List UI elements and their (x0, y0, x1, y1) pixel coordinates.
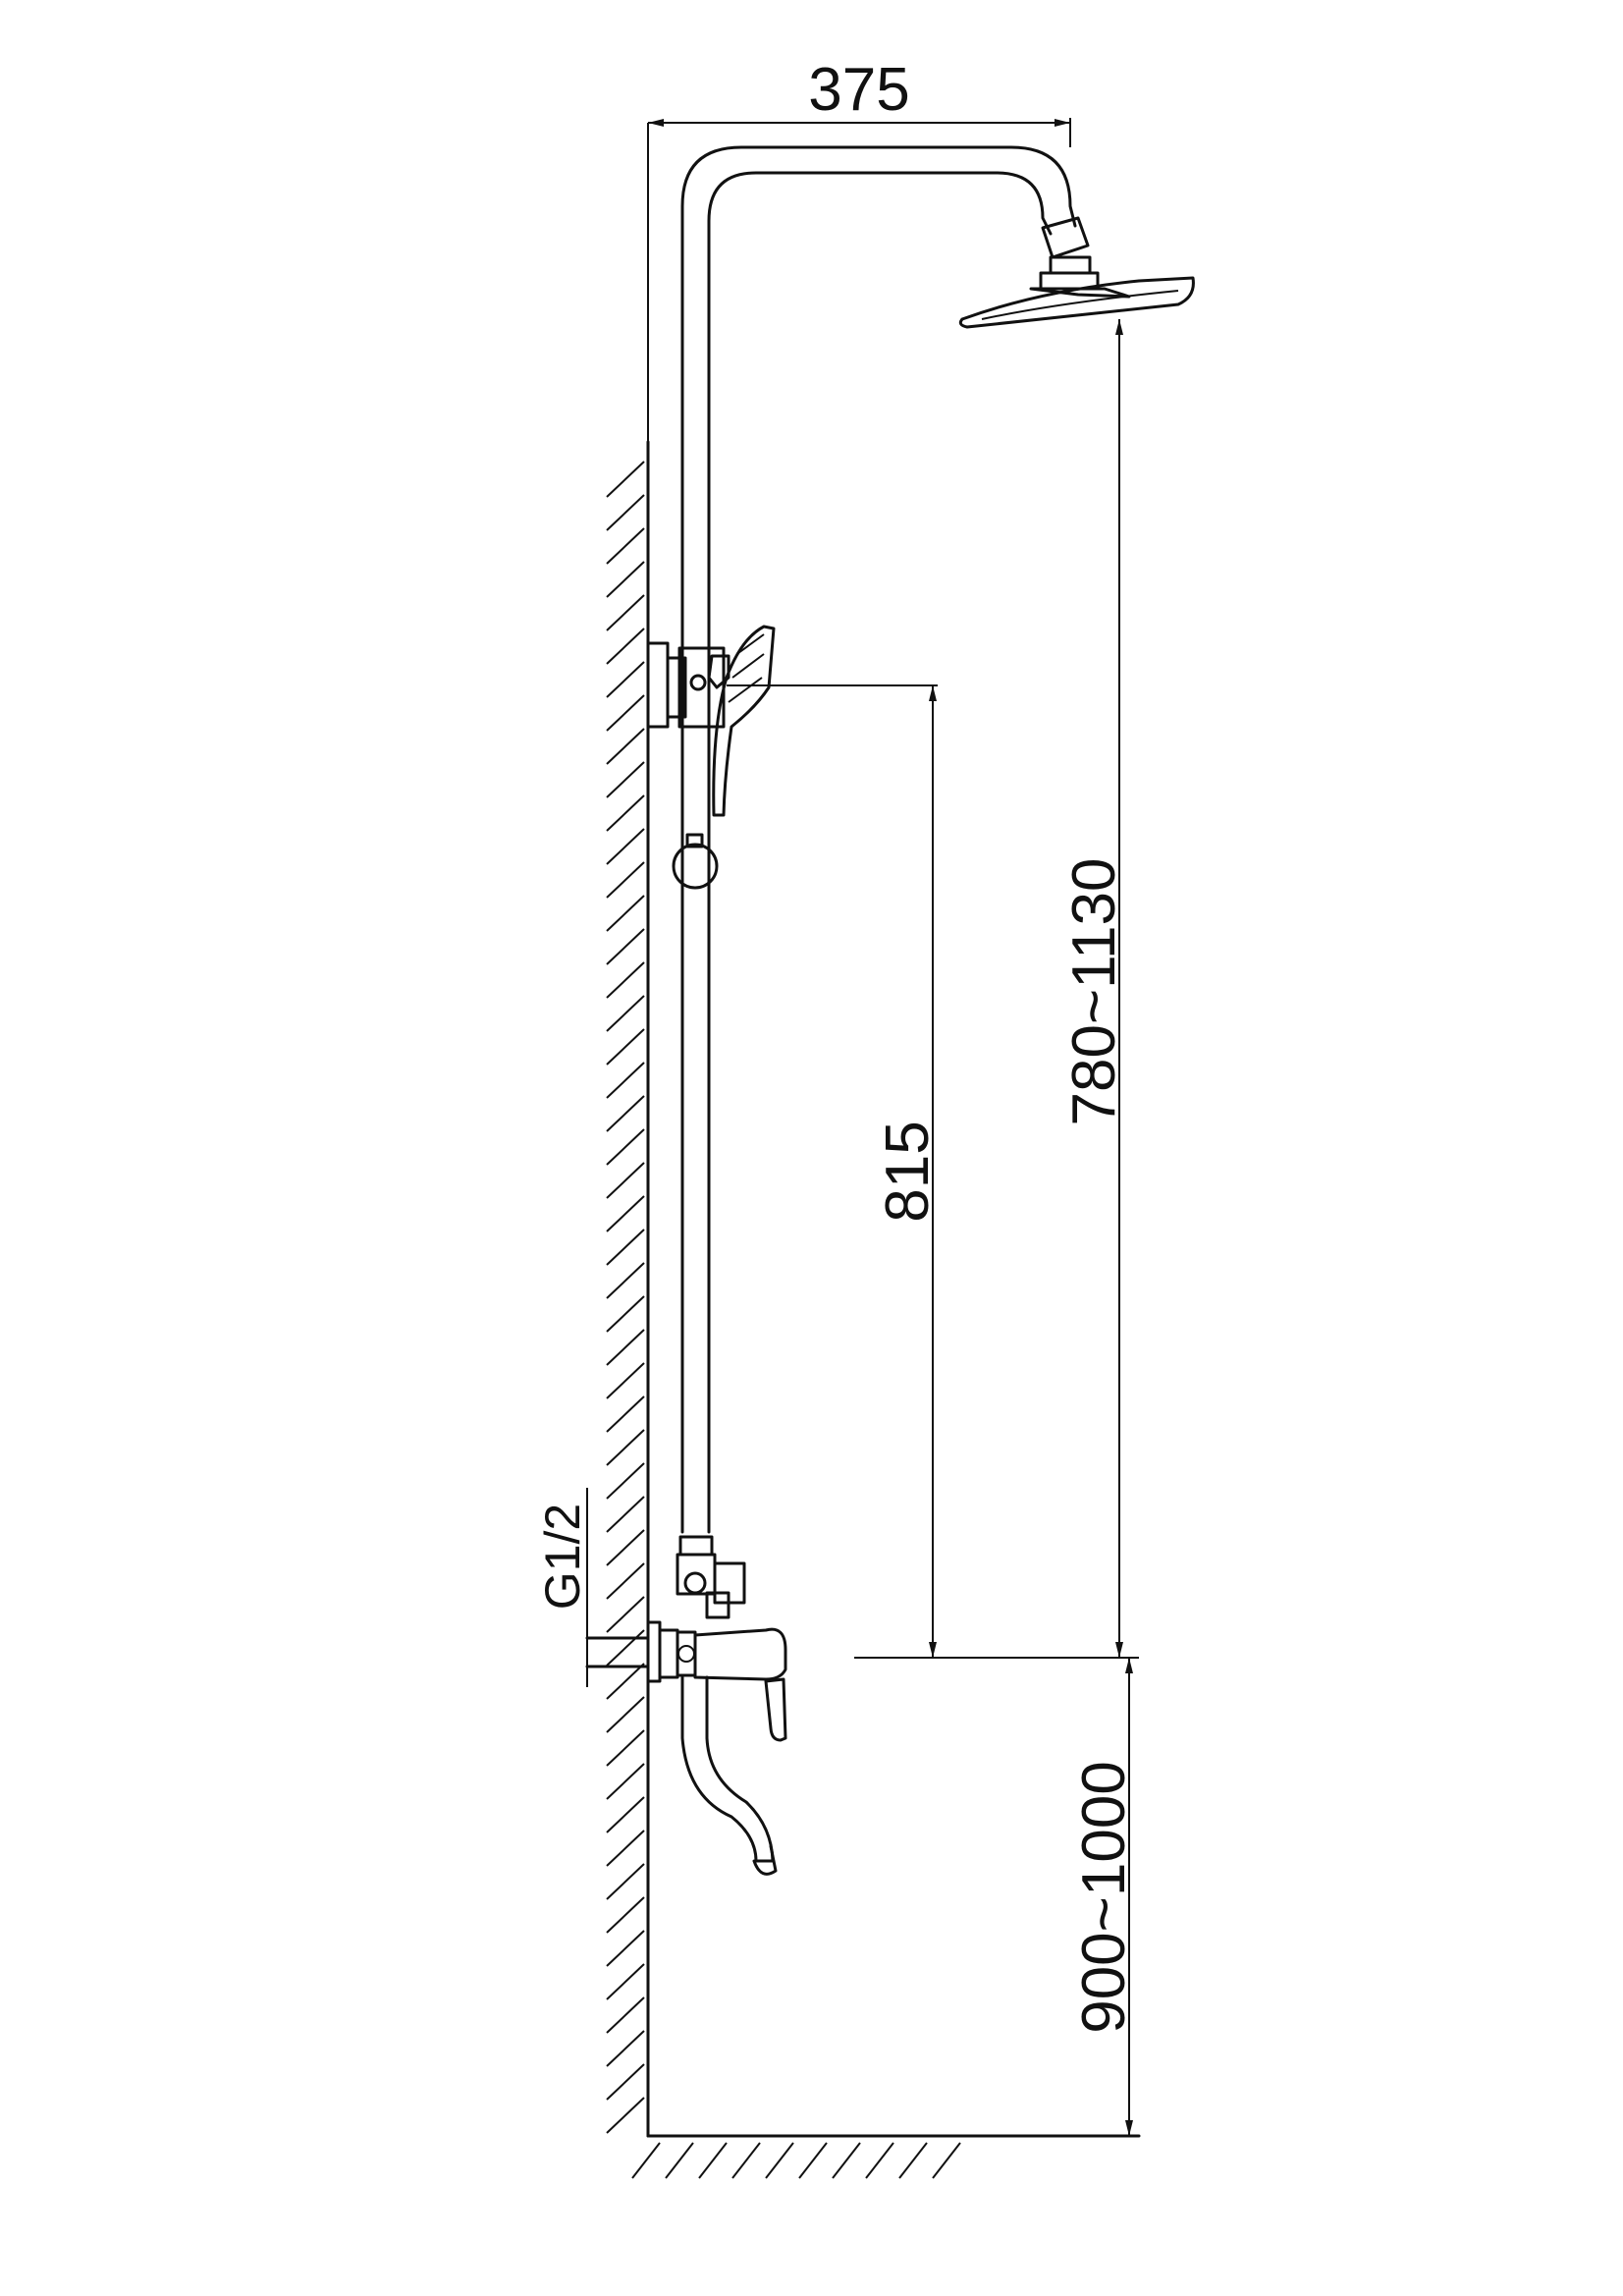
wall-hatch-line (606, 1062, 645, 1099)
floor-hatch-line (898, 2142, 928, 2179)
floor-hatch-line (932, 2142, 961, 2179)
wall-hatch-line (606, 527, 645, 565)
wall-hatch-line (606, 1395, 645, 1433)
wall-hatch-line (606, 494, 645, 531)
wall-hatch-line (606, 1863, 645, 1900)
wall-hatch-line (606, 1729, 645, 1767)
wall-hatch-line (606, 728, 645, 765)
dimension-815: 815 (727, 684, 942, 1658)
wall-hatch-line (606, 694, 645, 732)
wall-hatch-line (606, 1028, 645, 1066)
floor-hatch-line (865, 2142, 894, 2179)
wall-hatch-line (606, 1696, 645, 1733)
dimension-780-1130: 780~1130 (1060, 319, 1128, 1658)
wall-hatch-line (606, 1996, 645, 2034)
wall-hatch-line (606, 2063, 645, 2101)
wall-hatch-line (606, 961, 645, 999)
wall-bracket (646, 641, 730, 729)
bath-spout (680, 1675, 778, 1876)
wall-hatching (606, 461, 645, 2134)
dimension-815-label: 815 (874, 1121, 942, 1222)
wall-hatch-line (606, 1095, 645, 1132)
floor-hatch-line (631, 2142, 661, 2179)
floor (631, 2134, 1141, 2179)
wall-hatch-line (606, 1529, 645, 1566)
floor-hatching (631, 2142, 961, 2179)
floor-hatch-line (698, 2142, 728, 2179)
wall-hatch-line (606, 628, 645, 665)
mixer-lever (764, 1677, 787, 1742)
wall-hatch-line (606, 1329, 645, 1366)
wall-hatch-line (606, 1262, 645, 1299)
wall-hatch-line (606, 2030, 645, 2067)
floor-hatch-line (731, 2142, 761, 2179)
floor-hatch-line (798, 2142, 828, 2179)
wall-hatch-line (606, 1629, 645, 1667)
dimension-780-1130-label: 780~1130 (1060, 858, 1128, 1126)
wall-hatch-line (606, 461, 645, 498)
overhead-shower-head (958, 255, 1195, 329)
wall-hatch-line (606, 828, 645, 865)
wall-hatch-line (606, 1663, 645, 1700)
wall-hatch-line (606, 1830, 645, 1867)
wall-hatch-line (606, 1963, 645, 2000)
wall-hatch-line (606, 1496, 645, 1533)
floor-hatch-line (832, 2142, 861, 2179)
thread-label-text: G1/2 (535, 1503, 590, 1610)
wall-hatch-line (606, 1362, 645, 1399)
wall-hatch-line (606, 794, 645, 832)
floor-hatch-line (765, 2142, 794, 2179)
diverter (676, 1535, 746, 1619)
wall-hatch-line (606, 1930, 645, 1967)
floor-hatch-line (665, 2142, 694, 2179)
dimension-375-label: 375 (808, 56, 909, 124)
wall-hatch-line (606, 1295, 645, 1333)
wall-hatch-line (606, 594, 645, 631)
wall-hatch-line (606, 1562, 645, 1600)
wall-hatch-line (606, 1596, 645, 1633)
mixer-valve (646, 1620, 787, 1683)
wall-hatch-line (606, 895, 645, 932)
wall-hatch-line (606, 1229, 645, 1266)
wall-hatch-line (606, 561, 645, 598)
dimension-900-1000: 900~1000 (854, 1657, 1139, 2136)
wall-hatch-line (606, 761, 645, 798)
wall-hatch-line (606, 995, 645, 1032)
wall (606, 440, 650, 2138)
wall-hatch-line (606, 928, 645, 965)
wall-hatch-line (606, 1763, 645, 1800)
hand-shower (712, 625, 776, 817)
wall-hatch-line (606, 1462, 645, 1500)
slide-knob (672, 833, 719, 890)
wall-hatch-line (606, 1896, 645, 1934)
wall-hatch-line (606, 1796, 645, 1833)
wall-hatch-line (606, 661, 645, 698)
thread-label: G1/2 (535, 1503, 590, 1610)
wall-hatch-line (606, 1429, 645, 1466)
inlet-pipe (585, 1488, 650, 1687)
wall-hatch-line (606, 1128, 645, 1166)
dimension-900-1000-label: 900~1000 (1070, 1761, 1138, 2034)
wall-hatch-line (606, 861, 645, 899)
wall-hatch-line (606, 2097, 645, 2134)
wall-hatch-line (606, 1162, 645, 1199)
shower-riser (680, 145, 1090, 1534)
wall-hatch-line (606, 1195, 645, 1232)
dimension-375: 375 (647, 56, 1071, 442)
